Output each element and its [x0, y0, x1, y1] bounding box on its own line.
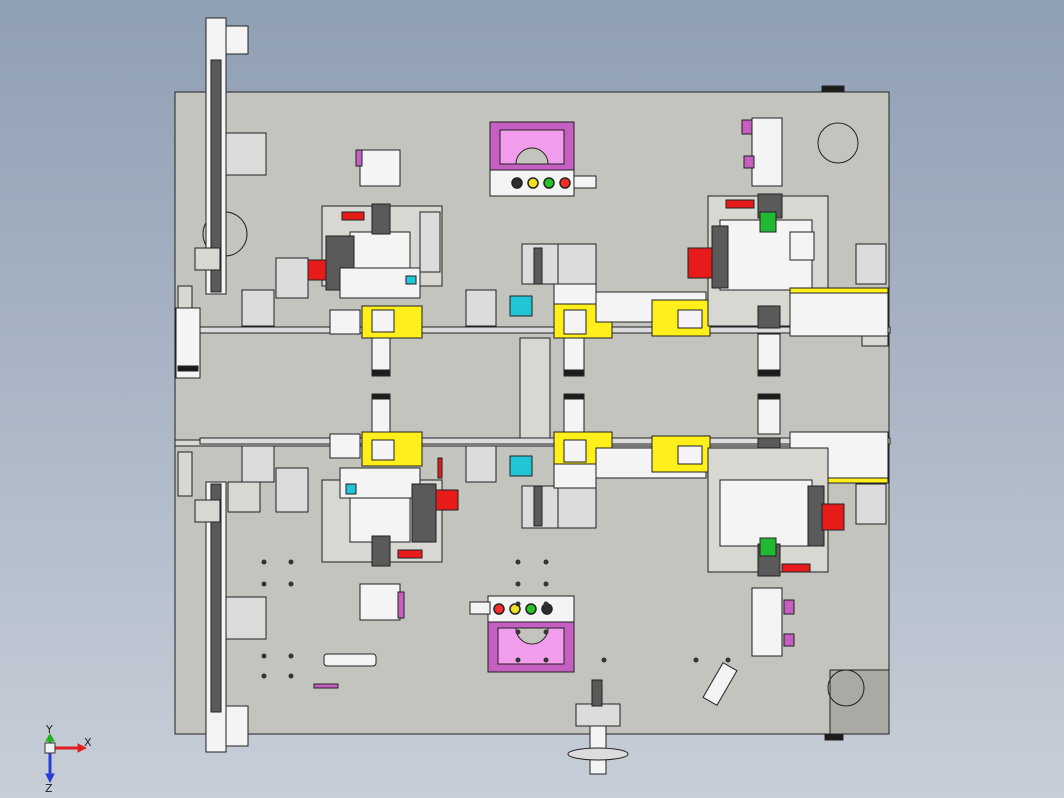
station-upper-right	[687, 117, 889, 377]
bolt-hole	[693, 657, 699, 663]
indicator-lights-top	[511, 177, 571, 189]
z-axis-label: Z	[45, 782, 53, 795]
bolt-hole	[515, 629, 521, 635]
bolt-hole	[543, 657, 549, 663]
bolt-hole	[543, 581, 549, 587]
axis-triad: X Y Z	[44, 723, 92, 795]
indicator-light	[559, 177, 571, 189]
bolt-hole	[261, 673, 267, 679]
bolt-hole	[515, 601, 521, 607]
indicator-light	[543, 177, 555, 189]
bolt-hole	[601, 657, 607, 663]
bolt-hole	[288, 673, 294, 679]
guide-rods	[199, 326, 891, 445]
bolt-hole	[261, 653, 267, 659]
bolt-hole	[288, 653, 294, 659]
locating-hole-top	[817, 122, 859, 164]
misc-hardware	[313, 653, 738, 775]
y-axis-label: Y	[45, 723, 53, 736]
bolt-hole	[543, 559, 549, 565]
x-axis-label: X	[84, 736, 92, 749]
locating-hole-bottom	[827, 669, 865, 707]
bolt-hole	[261, 559, 267, 565]
bolt-hole	[515, 657, 521, 663]
indicator-light	[511, 177, 523, 189]
bolt-hole	[288, 559, 294, 565]
indicator-light	[509, 603, 521, 615]
bolt-hole	[543, 601, 549, 607]
bolt-hole	[288, 581, 294, 587]
left-rail-assembly	[175, 17, 267, 753]
indicator-light	[493, 603, 505, 615]
bolt-hole	[725, 657, 731, 663]
mounting-bolt-holes	[261, 559, 731, 679]
bolt-hole	[515, 581, 521, 587]
station-upper-left	[241, 149, 443, 377]
tray-bottom	[469, 595, 575, 673]
bolt-hole	[515, 559, 521, 565]
station-lower-right	[707, 393, 889, 657]
indicator-light	[527, 177, 539, 189]
bolt-hole	[261, 581, 267, 587]
indicator-light	[525, 603, 537, 615]
station-center-lower	[465, 393, 711, 529]
station-lower-left	[241, 393, 459, 621]
bolt-hole	[543, 629, 549, 635]
